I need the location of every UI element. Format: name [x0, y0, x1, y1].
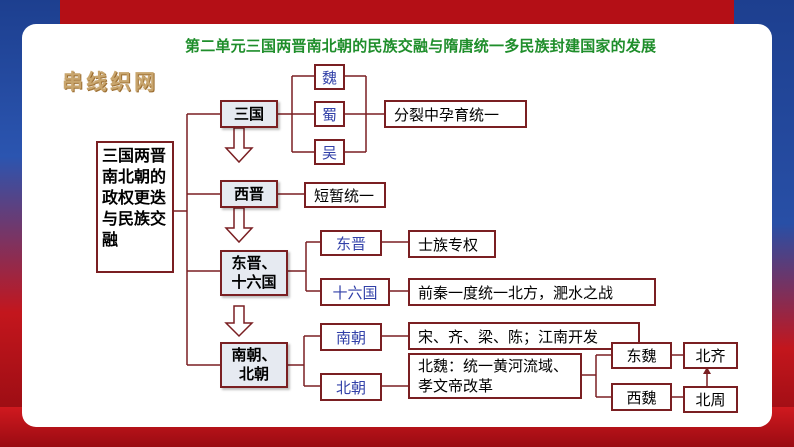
- state-dongwei-box: 东魏: [611, 342, 672, 369]
- note-nanchao-text: 宋、齐、梁、陈；江南开发: [418, 327, 599, 346]
- slide-card: 第二单元三国两晋南北朝的民族交融与隋唐统一多民族封建国家的发展 串线织网 串线织…: [22, 24, 772, 427]
- note-dongjin-text: 士族专权: [418, 235, 479, 254]
- state-dongwei-label: 东魏: [626, 347, 657, 365]
- kingdom-wei-box: 魏: [314, 64, 345, 90]
- sub-dongjin-box: 东晋: [320, 230, 382, 256]
- kingdom-shu-box: 蜀: [314, 101, 345, 127]
- sub-shiliuguo-label: 十六国: [332, 283, 378, 302]
- sub-dongjin-label: 东晋: [335, 234, 366, 253]
- kingdom-wei-label: 魏: [321, 68, 337, 87]
- root-topic-box: 三国两晋南北朝的政权更迭与民族交融: [96, 141, 174, 273]
- note-xijin-text: 短暂统一: [314, 186, 375, 205]
- root-topic-text: 三国两晋南北朝的政权更迭与民族交融: [102, 146, 167, 249]
- note-beichao-text-1: 北魏：统一黄河流域、: [418, 357, 569, 375]
- note-sanguo-box: 分裂中孕育统一: [384, 100, 527, 128]
- connector-lines: [173, 75, 711, 398]
- note-shiliuguo-box: 前秦一度统一北方，淝水之战: [408, 278, 656, 306]
- logo-text: 串线织网: [62, 69, 158, 94]
- kingdom-wu-box: 吴: [314, 139, 345, 165]
- era-dongjin-box: 东晋、 十六国: [220, 250, 288, 296]
- state-beizhou-box: 北周: [683, 386, 738, 413]
- note-beichao-box: 北魏：统一黄河流域、 孝文帝改革: [408, 353, 582, 399]
- note-nanchao-box: 宋、齐、梁、陈；江南开发: [408, 322, 640, 350]
- note-beichao-text-2: 孝文帝改革: [418, 377, 494, 395]
- state-beiqi-label: 北齐: [695, 347, 726, 365]
- sub-beichao-box: 北朝: [320, 373, 382, 401]
- era-dongjin-label-2: 十六国: [231, 273, 277, 291]
- note-sanguo-text: 分裂中孕育统一: [394, 105, 500, 124]
- note-dongjin-box: 士族专权: [408, 230, 496, 258]
- state-beizhou-label: 北周: [695, 391, 726, 409]
- era-xijin-label: 西晋: [233, 184, 264, 203]
- note-shiliuguo-text: 前秦一度统一北方，淝水之战: [418, 283, 614, 302]
- state-xiwei-box: 西魏: [611, 383, 672, 411]
- era-nanbei-box: 南朝、 北朝: [220, 342, 288, 388]
- sub-shiliuguo-box: 十六国: [320, 278, 390, 306]
- sub-beichao-label: 北朝: [335, 378, 366, 397]
- state-beiqi-box: 北齐: [683, 342, 738, 369]
- era-dongjin-label-1: 东晋、: [231, 254, 277, 272]
- era-nanbei-label-2: 北朝: [238, 365, 269, 383]
- sub-nanchao-label: 南朝: [335, 328, 366, 347]
- era-nanbei-label-1: 南朝、: [231, 346, 277, 364]
- kingdom-shu-label: 蜀: [321, 105, 337, 124]
- era-sanguo-box: 三国: [220, 100, 278, 128]
- note-xijin-box: 短暂统一: [304, 182, 386, 208]
- sub-nanchao-box: 南朝: [320, 323, 382, 351]
- era-sanguo-label: 三国: [233, 104, 264, 123]
- slide-title: 第二单元三国两晋南北朝的民族交融与隋唐统一多民族封建国家的发展: [185, 37, 657, 55]
- state-xiwei-label: 西魏: [626, 388, 657, 407]
- kingdom-wu-label: 吴: [321, 143, 337, 162]
- era-xijin-box: 西晋: [220, 180, 278, 208]
